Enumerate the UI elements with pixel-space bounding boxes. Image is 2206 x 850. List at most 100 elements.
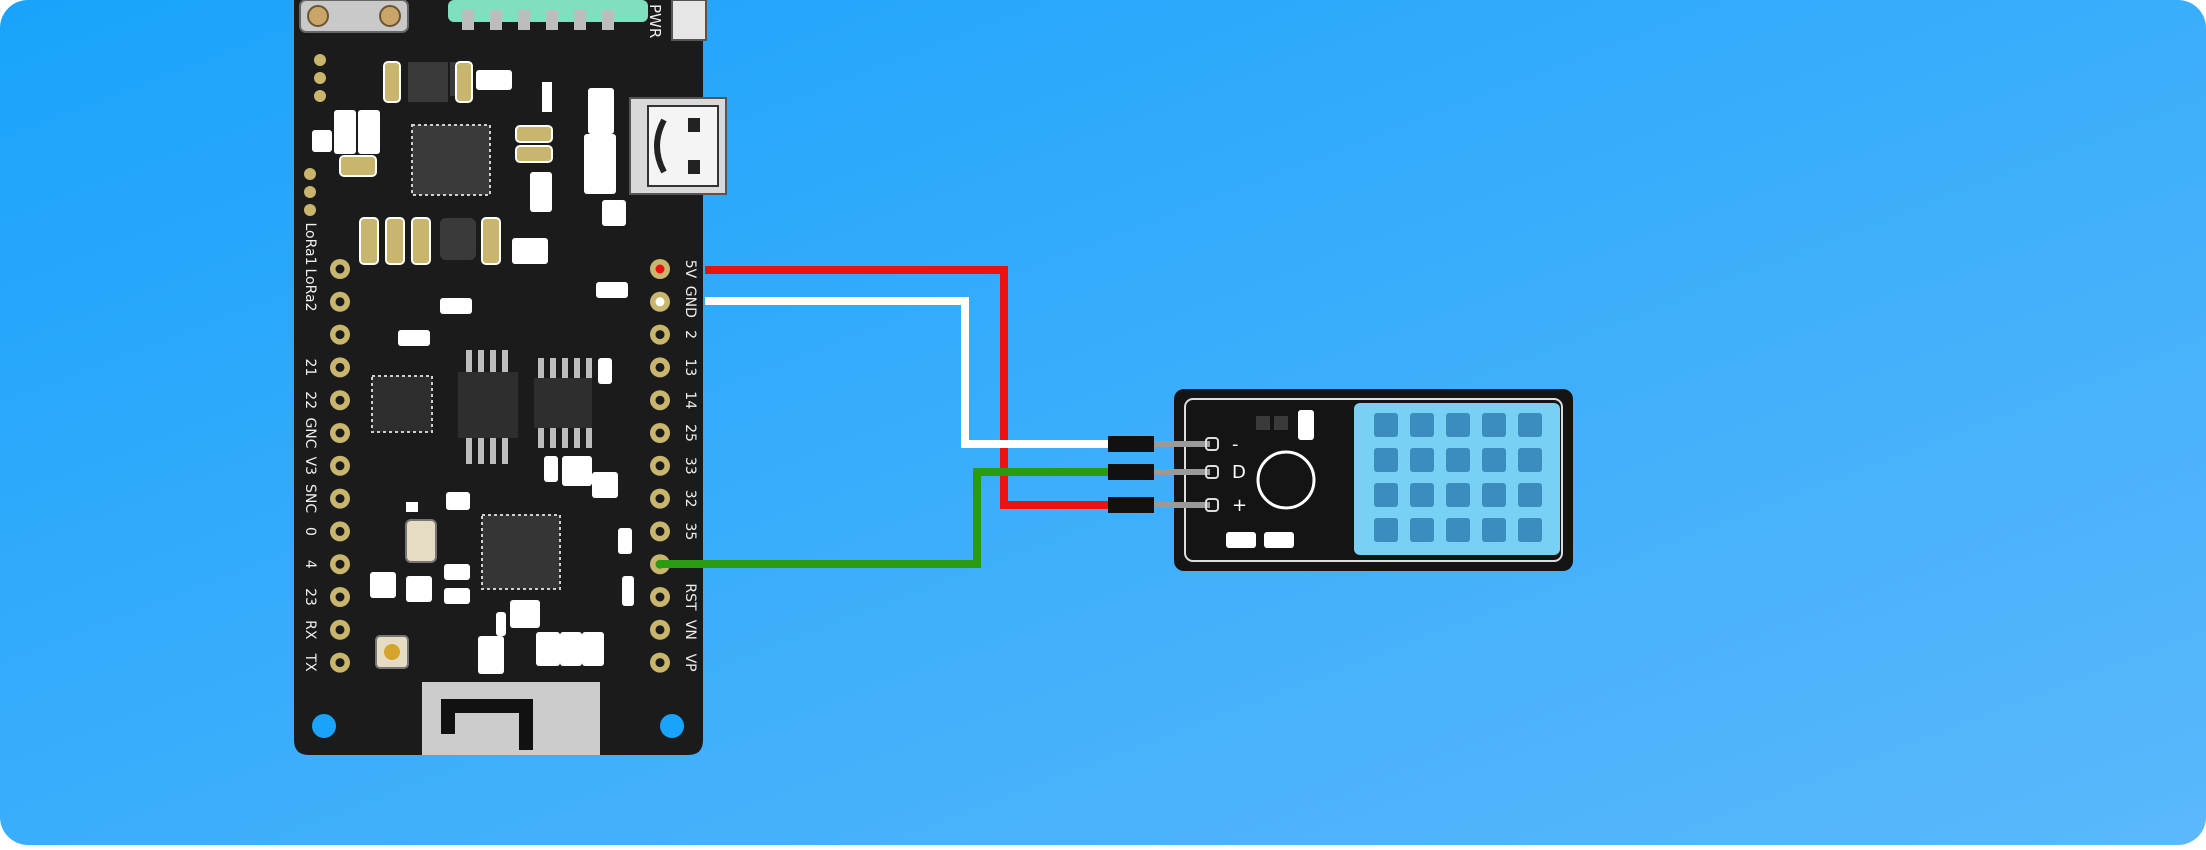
left-pin-label: 22 xyxy=(302,391,318,409)
right-pin-3: 13 xyxy=(650,357,698,378)
left-pin-1: LoRa2 xyxy=(302,268,350,312)
right-pin-4: 14 xyxy=(650,390,698,411)
right-pin-12: VP xyxy=(650,652,698,673)
pin-connector xyxy=(1108,464,1154,480)
left-pin-0: LoRa1 xyxy=(302,222,350,279)
sensor-pin-0: - xyxy=(1108,434,1239,455)
sensor-cell xyxy=(1446,448,1470,472)
left-pin-5: GNC xyxy=(302,417,350,449)
sensor-grid xyxy=(1374,413,1542,542)
right-pin-2: 2 xyxy=(650,324,698,345)
sensor-cell xyxy=(1446,483,1470,507)
regulator-chip-2 xyxy=(534,378,592,428)
sensor-pin-header: - D + xyxy=(1108,434,1247,516)
right-pin-label: 32 xyxy=(682,490,698,508)
right-pin-0: 5V xyxy=(650,259,698,279)
right-pin-label: 33 xyxy=(682,457,698,475)
left-pin-4: 22 xyxy=(302,390,350,411)
right-pin-label: 25 xyxy=(682,424,698,442)
right-pin-label: 2 xyxy=(682,330,698,339)
left-pin-8: 0 xyxy=(302,521,350,542)
micro-usb-port xyxy=(629,97,727,195)
left-pin-11: RX xyxy=(302,619,350,640)
pwr-label: PWR xyxy=(646,4,664,38)
sensor-cell xyxy=(1446,413,1470,437)
mounting-hole-right xyxy=(660,714,684,738)
crystal xyxy=(405,519,437,563)
left-pin-label: LoRa1 xyxy=(302,222,318,265)
right-pin-label: VP xyxy=(682,654,698,672)
sensor-screen xyxy=(1354,403,1560,555)
sensor-cell xyxy=(1374,483,1398,507)
left-pin-label: GNC xyxy=(302,417,318,448)
right-pin-label: 14 xyxy=(682,391,698,409)
left-pin-10: 23 xyxy=(302,587,350,607)
right-pin-11: VN xyxy=(650,620,698,640)
mounting-hole-left xyxy=(312,714,336,738)
dht-sensor-module: - D + xyxy=(1108,389,1573,571)
wire-data xyxy=(662,468,1120,568)
right-pin-7: 32 xyxy=(650,488,698,509)
sensor-pin-label: - xyxy=(1232,434,1239,455)
sensor-cell xyxy=(1374,413,1398,437)
small-square-chip xyxy=(408,62,448,102)
sensor-cell xyxy=(1410,413,1434,437)
right-pin-1: GND xyxy=(650,286,698,318)
left-pin-label: LoRa2 xyxy=(302,268,318,311)
left-pin-label: TX xyxy=(302,653,318,673)
right-pin-label: 13 xyxy=(682,358,698,376)
sensor-cell xyxy=(1410,483,1434,507)
sensor-pin-label: + xyxy=(1232,495,1247,516)
left-pin-label: 21 xyxy=(302,358,318,376)
mcu-chip xyxy=(411,124,491,196)
wire-5v xyxy=(705,266,1120,509)
sensor-cell xyxy=(1482,518,1506,542)
right-pin-5: 25 xyxy=(650,423,698,443)
left-pin-6: V3 xyxy=(302,455,350,476)
left-pin-label: RX xyxy=(302,620,318,640)
left-pin-12: TX xyxy=(302,653,350,673)
sensor-pin-1: D xyxy=(1108,462,1246,483)
sensor-cell xyxy=(1482,483,1506,507)
wire-gnd xyxy=(705,297,1120,448)
pin-connector xyxy=(1108,497,1154,513)
left-pin-2 xyxy=(330,324,350,345)
right-pin-label: 5V xyxy=(682,260,698,279)
right-pin-10: RST xyxy=(650,583,698,611)
esp32-board: PWR xyxy=(294,0,727,755)
sensor-cell xyxy=(1518,518,1542,542)
pin-connector xyxy=(1108,436,1154,452)
sensor-cell xyxy=(1410,448,1434,472)
capacitor-block xyxy=(440,218,476,260)
sensor-pin-label: D xyxy=(1232,462,1246,483)
wifi-antenna-area xyxy=(422,682,600,755)
sensor-mount-hole xyxy=(1256,450,1316,510)
left-pin-label: 0 xyxy=(302,527,318,536)
wires xyxy=(662,266,1120,568)
left-pin-3: 21 xyxy=(302,357,350,378)
right-pin-label: VN xyxy=(682,620,698,640)
antenna-connector xyxy=(375,635,409,669)
left-pin-label: V3 xyxy=(302,457,318,475)
sensor-pin-2: + xyxy=(1108,495,1247,516)
right-pin-label: GND xyxy=(682,286,698,318)
right-pin-label: 35 xyxy=(682,522,698,540)
left-pin-label: 23 xyxy=(302,588,318,606)
left-pin-7: SNC xyxy=(302,484,350,513)
right-pin-label: RST xyxy=(682,583,698,611)
sensor-cell xyxy=(1518,483,1542,507)
sensor-cell xyxy=(1518,413,1542,437)
regulator-chip-1 xyxy=(458,372,518,438)
top-jst-connector xyxy=(299,0,409,33)
sensor-cell xyxy=(1446,518,1470,542)
right-pin-8: 35 xyxy=(650,521,698,542)
usb-serial-chip xyxy=(371,375,433,433)
left-pin-label: SNC xyxy=(302,484,318,513)
lora-chip xyxy=(481,514,561,590)
sensor-cell xyxy=(1482,413,1506,437)
sensor-cell xyxy=(1518,448,1542,472)
pwr-switch xyxy=(671,0,707,41)
